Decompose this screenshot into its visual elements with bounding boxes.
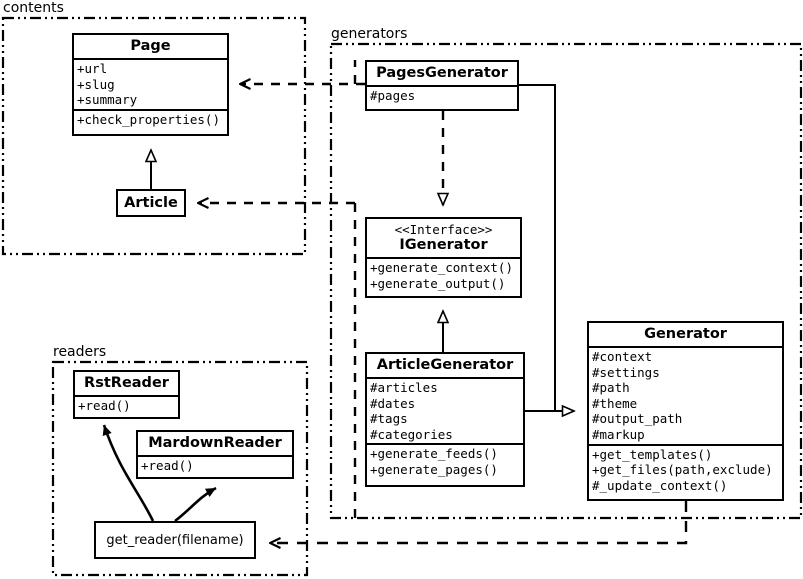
class-attributes-pages-generator: #pages	[367, 85, 517, 105]
operation-row: +generate_context()	[370, 260, 513, 275]
class-name-article-generator: ArticleGenerator	[376, 357, 514, 373]
package-label-generators: generators	[331, 26, 408, 42]
attribute-row: #pages	[370, 88, 416, 103]
attribute-row: #theme	[592, 395, 638, 411]
class-box-mardown-reader[interactable]: MardownReader +read()	[136, 430, 294, 479]
relation-get-reader-returns-mardownreader	[174, 486, 217, 523]
relation-generator-uses-get-reader	[270, 501, 688, 543]
function-box-get-reader[interactable]: get_reader(filename)	[94, 521, 256, 559]
class-attributes-article-generator: #articles #dates #tags #categories	[367, 377, 523, 443]
class-name-page: Page	[130, 38, 171, 54]
attribute-row: +summary	[77, 92, 138, 108]
class-box-generator[interactable]: Generator #context #settings #path #them…	[587, 321, 784, 501]
operation-row: +generate_output()	[370, 275, 506, 291]
class-name-article: Article	[124, 195, 178, 211]
class-operations-rst-reader: +read()	[75, 395, 178, 415]
class-box-pages-generator[interactable]: PagesGenerator #pages	[365, 60, 519, 111]
attribute-row: #articles	[370, 380, 438, 395]
class-operations-igenerator: +generate_context() +generate_output()	[367, 257, 520, 292]
class-box-article-generator[interactable]: ArticleGenerator #articles #dates #tags …	[365, 352, 525, 487]
operation-row: +read()	[78, 398, 131, 413]
operation-row: +generate_feeds()	[370, 446, 498, 462]
attribute-row: +slug	[77, 76, 115, 92]
attribute-row: #settings	[592, 364, 660, 380]
class-operations-mardown-reader: +read()	[138, 455, 292, 475]
operation-row: +generate_pages()	[370, 461, 498, 477]
class-attributes-generator: #context #settings #path #theme #output_…	[589, 346, 782, 444]
package-label-readers: readers	[53, 344, 107, 360]
operation-row: +check_properties()	[77, 111, 220, 127]
class-box-rst-reader[interactable]: RstReader +read()	[73, 370, 180, 419]
operation-row: +get_templates()	[592, 446, 713, 462]
package-label-contents: contents	[3, 0, 64, 16]
operation-row: #_update_context()	[592, 477, 728, 493]
attribute-row: #path	[592, 380, 630, 396]
class-name-igenerator: <<Interface>> IGenerator	[367, 219, 520, 257]
relation-pagesgenerator-inherits-generator	[519, 84, 574, 411]
class-name-igenerator-text: IGenerator	[399, 237, 488, 253]
attribute-row: #markup	[592, 426, 645, 442]
attribute-row: #context	[592, 349, 653, 364]
class-name-mardown-reader: MardownReader	[148, 435, 282, 451]
class-operations-article-generator: +generate_feeds() +generate_pages()	[367, 443, 523, 478]
attribute-row: #output_path	[592, 411, 683, 427]
class-name-generator: Generator	[644, 326, 727, 342]
class-operations-generator: +get_templates() +get_files(path,exclude…	[589, 443, 782, 495]
class-name-pages-generator: PagesGenerator	[376, 65, 508, 81]
attribute-row: +url	[77, 61, 108, 76]
operation-row: +read()	[141, 458, 194, 473]
class-box-igenerator[interactable]: <<Interface>> IGenerator +generate_conte…	[365, 217, 522, 298]
class-box-page[interactable]: Page +url +slug +summary +check_properti…	[72, 33, 229, 136]
class-attributes-page: +url +slug +summary	[74, 58, 227, 109]
attribute-row: #categories	[370, 426, 453, 442]
class-box-article[interactable]: Article	[116, 189, 186, 217]
operation-row: +get_files(path,exclude)	[592, 462, 773, 478]
class-stereotype-igenerator: <<Interface>>	[394, 222, 493, 237]
attribute-row: #tags	[370, 411, 408, 427]
class-name-rst-reader: RstReader	[84, 375, 169, 391]
attribute-row: #dates	[370, 395, 416, 411]
class-operations-page: +check_properties()	[74, 108, 227, 129]
